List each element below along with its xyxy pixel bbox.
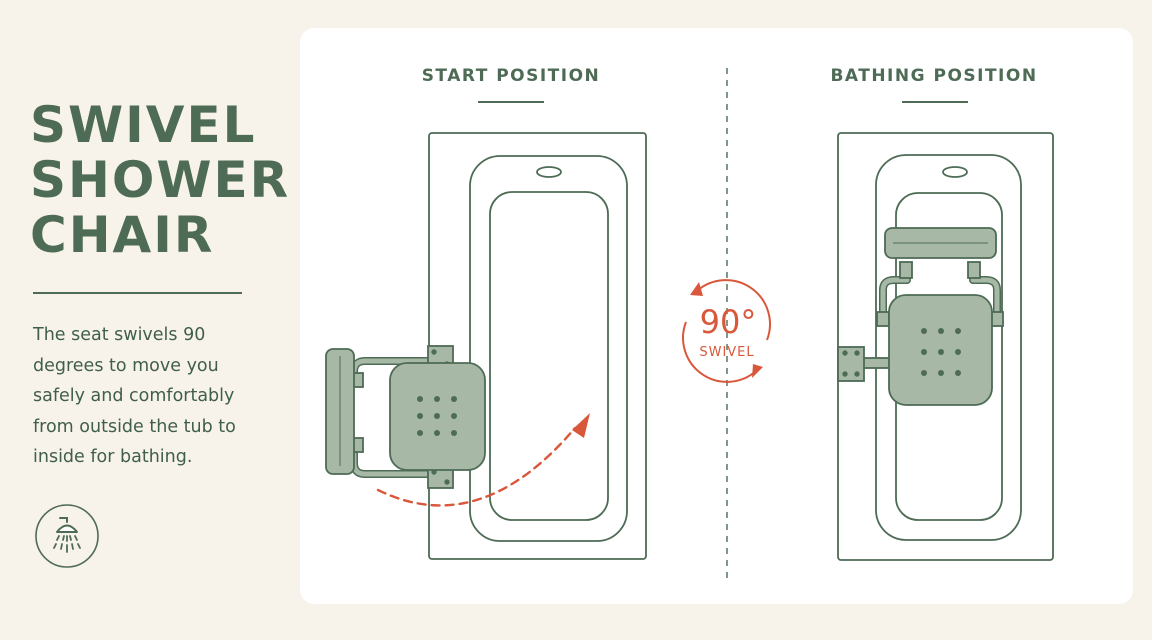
swivel-angle: 90°: [700, 303, 757, 341]
rotation-arrow: [376, 413, 590, 507]
bath-chair: [837, 227, 1004, 406]
title-line-3: CHAIR: [30, 206, 215, 264]
start-bathtub: [428, 132, 647, 560]
title-line-2: SHOWER: [30, 151, 291, 209]
bathing-position-label: BATHING POSITION: [830, 66, 1038, 86]
start-chair: [325, 345, 486, 489]
bath-label-underline: [902, 101, 968, 103]
intro-panel: SWIVEL SHOWER CHAIR The seat swivels 90 …: [0, 0, 290, 640]
title-line-1: SWIVEL: [30, 96, 257, 154]
swivel-arrowhead-top: [690, 282, 703, 296]
title-divider: [33, 292, 242, 294]
shower-head-icon: [35, 504, 99, 568]
start-label-underline: [478, 101, 544, 103]
description-text: The seat swivels 90 degrees to move you …: [33, 325, 236, 467]
start-position-label: START POSITION: [421, 66, 601, 86]
page-title: SWIVEL SHOWER CHAIR: [30, 98, 290, 263]
swivel-label: SWIVEL: [699, 345, 754, 360]
swivel-indicator: 90° SWIVEL: [682, 279, 771, 383]
swivel-arrowhead-bottom: [752, 364, 763, 378]
